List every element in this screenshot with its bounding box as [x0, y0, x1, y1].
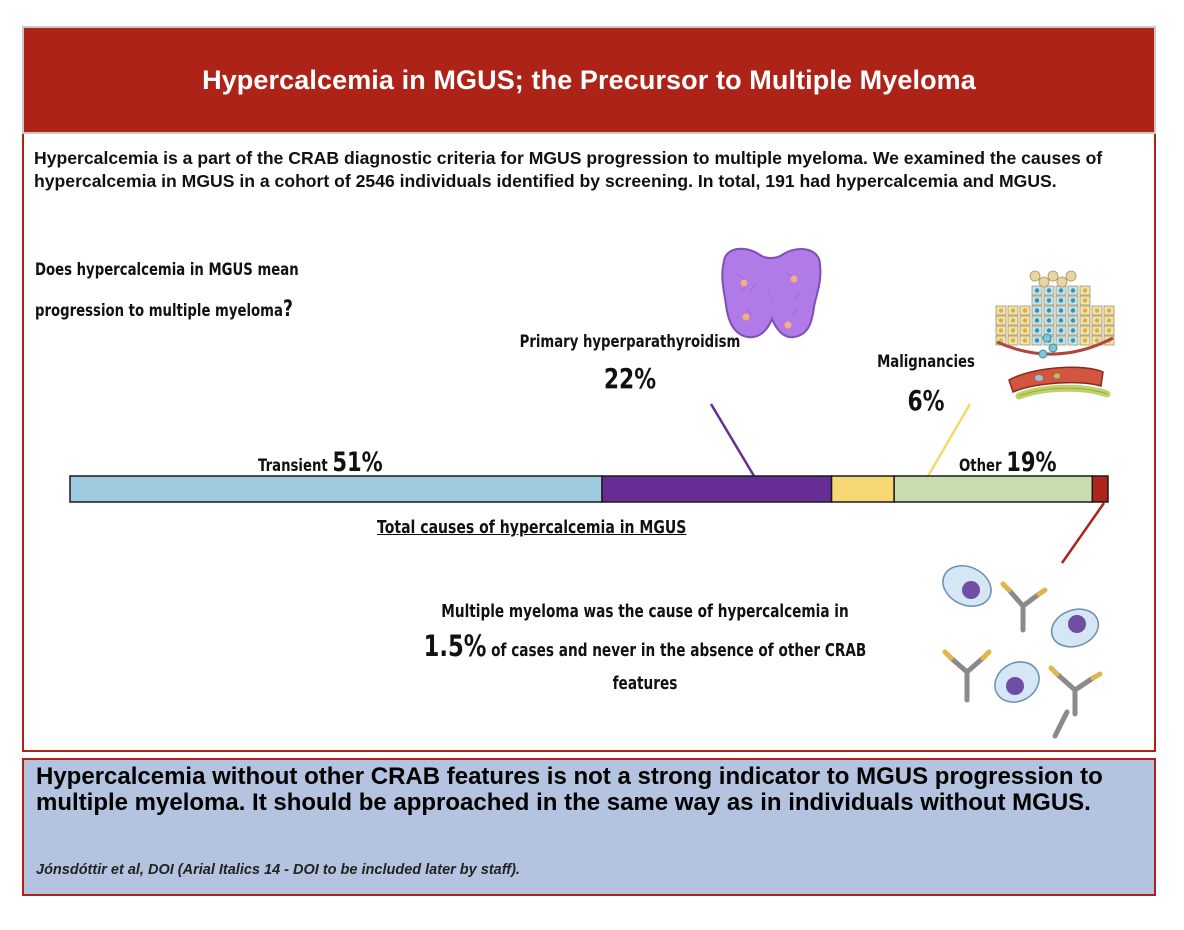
connector-pht — [709, 403, 756, 477]
connector-malignancies — [926, 403, 972, 477]
thyroid-gland-icon — [721, 247, 822, 339]
myeloma-note-line-3: features — [612, 674, 678, 694]
pct-primary-hyperparathyroidism: 22% — [603, 362, 657, 395]
citation: Jónsdóttir et al, DOI (Arial Italics 14 … — [36, 862, 520, 878]
question-line-1: Does hypercalcemia in MGUS mean — [35, 260, 299, 280]
conclusion-text: Hypercalcemia without other CRAB feature… — [36, 763, 1103, 816]
tumor-tissue-icon — [995, 270, 1115, 400]
bar-caption: Total causes of hypercalcemia in MGUS — [377, 517, 687, 538]
label-malignancies: Malignancies — [877, 352, 975, 372]
connector-myeloma — [1060, 502, 1106, 564]
page-title: Hypercalcemia in MGUS; the Precursor to … — [202, 64, 976, 95]
stacked-bar — [69, 475, 1109, 503]
bar-segment-other — [893, 475, 1094, 503]
bar-segment-primary-hyperparathyroidism — [601, 475, 833, 503]
myeloma-note: Multiple myeloma was the cause of hyperc… — [411, 597, 879, 698]
myeloma-pct: 1.5% — [423, 629, 487, 663]
pct-malignancies: 6% — [907, 384, 945, 417]
label-primary-hyperparathyroidism: Primary hyperparathyroidism — [519, 332, 741, 352]
myeloma-note-line-2: 1.5% of cases and never in the absence o… — [423, 629, 867, 663]
bar-segment-multiple-myeloma — [1091, 475, 1109, 503]
intro-text: Hypercalcemia is a part of the CRAB diag… — [34, 148, 1103, 191]
bar-segment-transient — [69, 475, 603, 503]
main-panel — [22, 134, 1156, 752]
question-line-2: progression to multiple myeloma? — [35, 297, 293, 322]
label-transient: Transient 51% — [258, 447, 383, 478]
label-other: Other 19% — [959, 447, 1057, 478]
conclusion-panel — [22, 758, 1156, 896]
myeloma-note-line-1: Multiple myeloma was the cause of hyperc… — [441, 602, 849, 622]
bar-segment-malignancies — [830, 475, 895, 503]
header-banner: Hypercalcemia in MGUS; the Precursor to … — [22, 26, 1156, 134]
plasma-cells-antibodies-icon — [942, 565, 1103, 739]
